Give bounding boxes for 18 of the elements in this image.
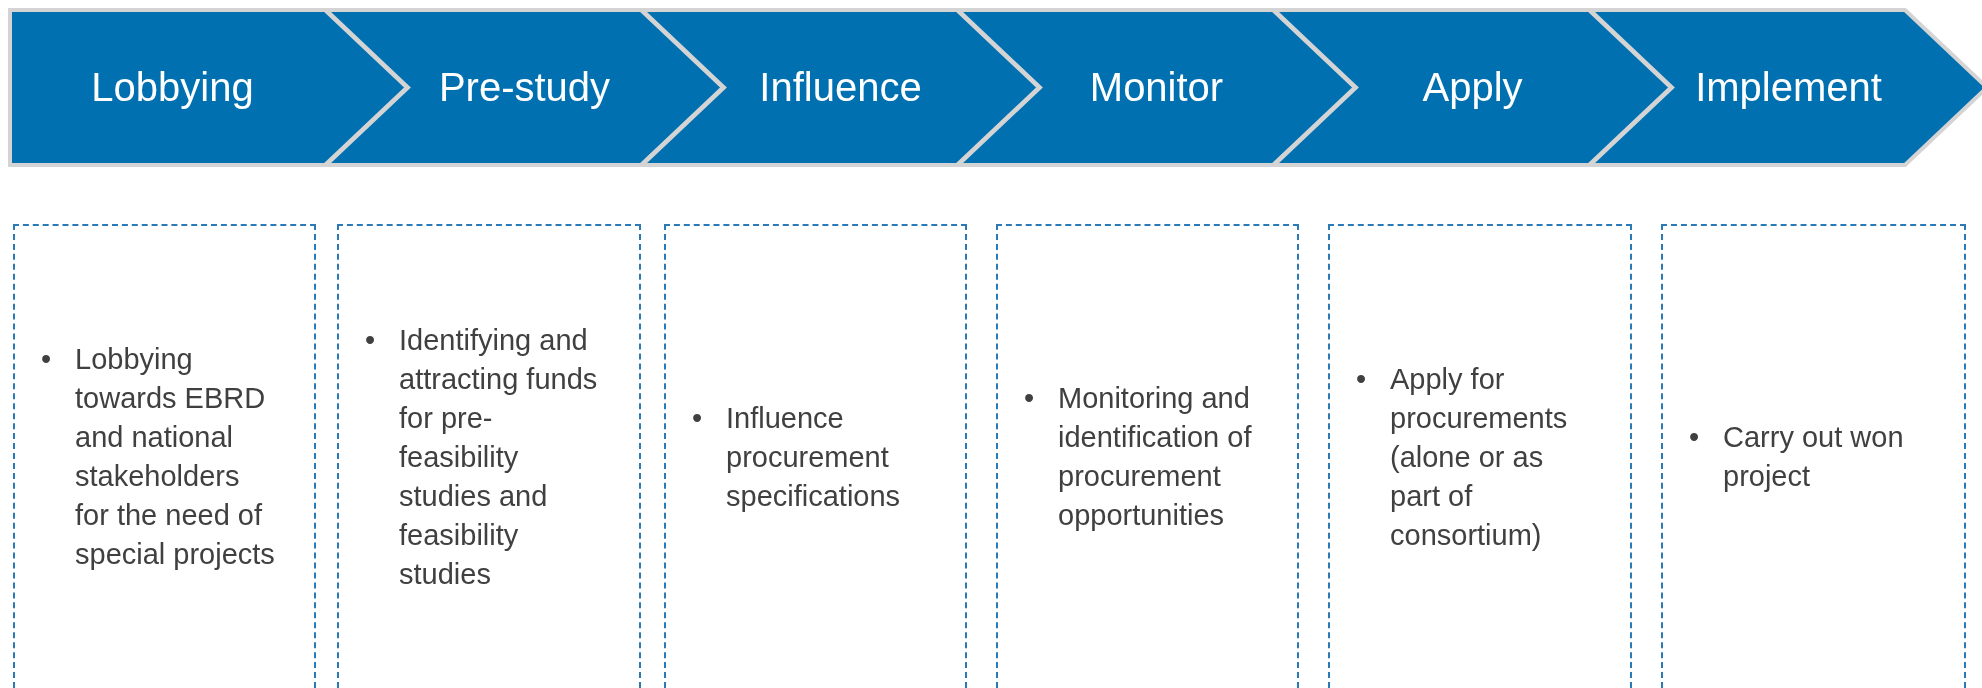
bullet-text: Identifying and attracting funds for pre-feasibility studies and feasibility studies <box>399 322 599 592</box>
bullet-text: Carry out won project <box>1723 420 1905 494</box>
bullet-text: Lobbying towards EBRD and national stakeholders for the need of special projects <box>75 342 276 572</box>
dashed-box <box>1328 224 1632 688</box>
bullet-text: Influence procurement specifications <box>726 400 902 514</box>
bullet-text: Apply for procurements (alone or as part of consortium) <box>1390 361 1569 553</box>
bullet-mark: • <box>1689 420 1701 455</box>
dashed-box <box>664 224 967 688</box>
dashed-box <box>337 224 641 688</box>
dashed-box <box>996 224 1299 688</box>
bullet-mark: • <box>365 322 377 358</box>
bullet-mark: • <box>692 400 704 436</box>
bullet-text: Monitoring and identification of procurement opportunities <box>1058 381 1253 533</box>
bullet-mark: • <box>1024 381 1036 416</box>
dashed-box <box>1661 224 1966 688</box>
dashed-box <box>13 224 316 688</box>
bullet-mark: • <box>1356 361 1368 397</box>
bullet-mark: • <box>41 342 53 377</box>
